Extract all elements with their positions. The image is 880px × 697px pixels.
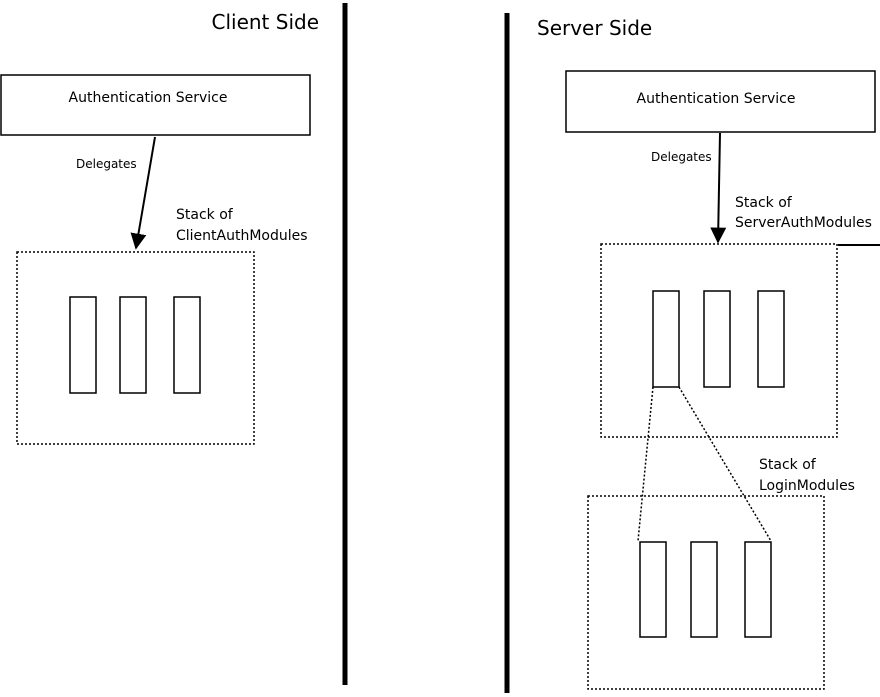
login-modules-stack — [587, 495, 825, 690]
client-stack-label-line1: Stack of — [176, 207, 234, 223]
client-stack-label-line2: ClientAuthModules — [176, 228, 308, 244]
expansion-line-right — [678, 386, 772, 542]
server-auth-module-2 — [703, 290, 731, 388]
client-auth-module-2 — [119, 296, 147, 394]
client-side-heading: Client Side — [211, 10, 319, 34]
login-stack-label-line1: Stack of — [759, 457, 817, 473]
server-auth-modules-stack — [600, 243, 838, 438]
server-auth-module-3 — [757, 290, 785, 388]
server-stack-label-line1: Stack of — [735, 195, 793, 211]
login-module-1 — [639, 541, 667, 638]
server-authentication-service-box — [565, 70, 876, 133]
server-stack-label: Stack of ServerAuthModules — [735, 195, 872, 231]
server-delegates-label: Delegates — [651, 150, 712, 164]
client-delegates-arrow — [130, 136, 156, 250]
expansion-line-left — [637, 386, 654, 542]
client-auth-module-1 — [69, 296, 97, 394]
client-delegates-label: Delegates — [76, 157, 137, 171]
server-auth-module-1 — [652, 290, 680, 388]
login-module-2 — [690, 541, 718, 638]
server-authentication-service-label: Authentication Service — [637, 91, 796, 107]
server-stack-label-line2: ServerAuthModules — [735, 215, 872, 231]
client-authentication-service-box — [0, 74, 311, 136]
server-delegates-arrow — [710, 132, 727, 244]
login-stack-label: Stack of LoginModules — [759, 457, 855, 494]
server-side-heading: Server Side — [537, 16, 652, 40]
login-stack-label-line2: LoginModules — [759, 478, 855, 494]
login-module-3 — [744, 541, 772, 638]
client-authentication-service-label: Authentication Service — [69, 90, 228, 106]
client-auth-module-3 — [173, 296, 201, 394]
client-stack-label: Stack of ClientAuthModules — [176, 207, 308, 244]
client-auth-modules-stack — [16, 251, 255, 445]
